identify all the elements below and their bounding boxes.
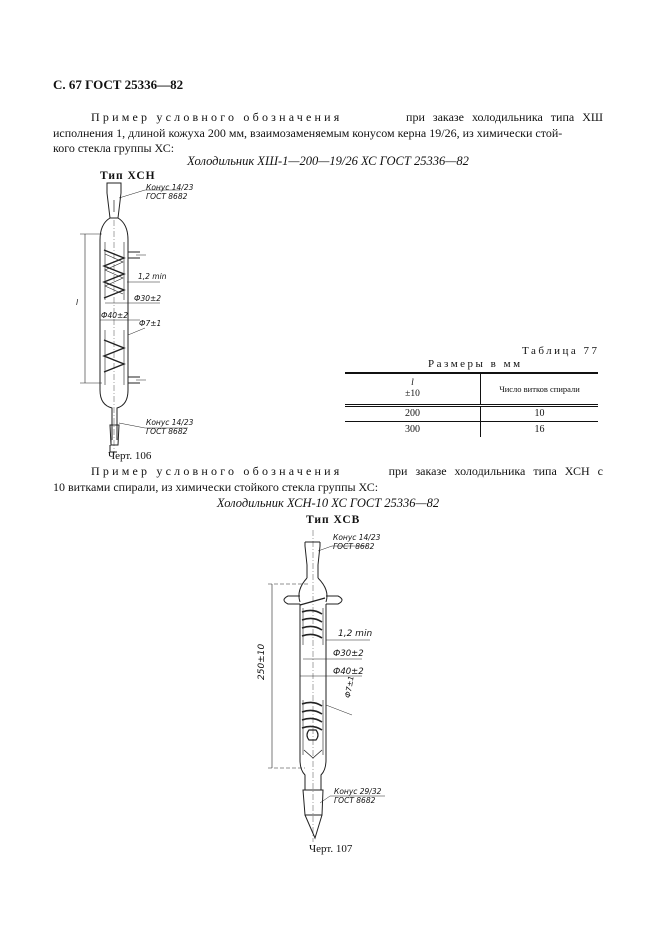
figure-106-cone-bottom-label: Конус 14/23 ГОСТ 8682 <box>146 418 194 436</box>
example-1-line3: кого стекла группы ХС: <box>53 141 175 155</box>
figure-107-cone-top-label: Конус 14/23 ГОСТ 8682 <box>333 533 381 551</box>
table-77-title: Таблица 77 <box>522 345 600 357</box>
example-1-line1: при заказе холодильника типа ХШ <box>406 110 603 124</box>
example-1-designation: Холодильник ХШ-1—200—19/26 ХС ГОСТ 25336… <box>187 154 469 168</box>
page-header: С. 67 ГОСТ 25336—82 <box>53 77 184 92</box>
example-1-lead: Пример условного обозначения <box>91 110 343 124</box>
table-header-turns: Число витков спирали <box>499 383 580 394</box>
figure-106-length-label: l <box>76 298 79 307</box>
example-2-paragraph: Пример условного обозначения при заказе … <box>53 464 603 495</box>
figure-107-caption: Черт. 107 <box>309 843 353 855</box>
table-77-subtitle: Размеры в мм <box>428 358 523 370</box>
figure-106-caption: Черт. 106 <box>108 450 152 462</box>
example-2-lead: Пример условного обозначения <box>91 464 343 478</box>
figure-107-min-wall-label: 1,2 min <box>338 629 373 639</box>
figure-107-type-title: Тип ХСВ <box>306 514 361 526</box>
figure-106-type-title: Тип ХСН <box>100 170 156 182</box>
example-1-paragraph: Пример условного обозначения при заказе … <box>53 110 603 157</box>
table-header-length: l ±10 <box>345 373 481 405</box>
figure-107-d40-label: Ф40±2 <box>333 667 364 677</box>
table-row: 300 16 <box>345 421 598 437</box>
figure-106-min-wall-label: 1,2 min <box>138 272 167 281</box>
example-2-designation: Холодильник ХСН-10 ХС ГОСТ 25336—82 <box>216 496 440 510</box>
figure-106-cone-top-label: Конус 14/23 ГОСТ 8682 <box>146 183 194 201</box>
example-2-line1: при заказе холодильника типа ХСН с <box>388 464 603 478</box>
figure-106-d40-label: Ф40±2 <box>101 311 129 320</box>
figure-107-length-label: 250±10 <box>257 643 267 680</box>
table-header-row: l ±10 Число витков спирали <box>345 373 598 405</box>
figure-106-d7-label: Ф7±1 <box>139 319 162 328</box>
figure-106-d30-label: Ф30±2 <box>134 294 162 303</box>
example-2-line2: 10 витками спирали, из химически стойког… <box>53 479 379 494</box>
figure-107-d30-label: Ф30±2 <box>333 649 364 659</box>
example-1-line2: исполнения 1, длиной кожуха 200 мм, взаи… <box>53 125 563 140</box>
table-77: l ±10 Число витков спирали 200 10 300 16 <box>345 372 598 437</box>
figure-107-cone-bottom-label: Конус 29/32 ГОСТ 8682 <box>334 787 382 805</box>
table-row: 200 10 <box>345 405 598 421</box>
